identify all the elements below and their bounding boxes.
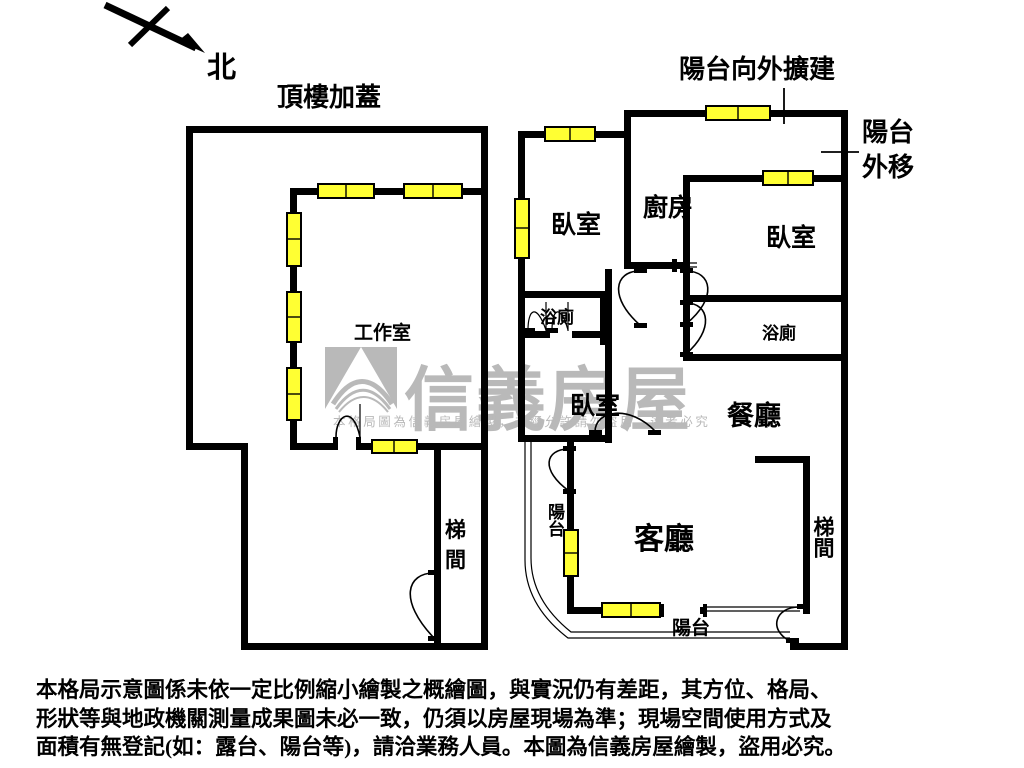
annotation-balcony-extended: 陽台向外擴建	[679, 55, 836, 84]
watermark-brand: 信義房屋	[404, 361, 692, 439]
room-label-kitchen: 廚房	[643, 195, 694, 222]
left-plan-title: 頂樓加蓋	[277, 83, 382, 112]
balcony-curve	[524, 442, 790, 639]
left-plan-walls	[186, 126, 488, 650]
room-label-bathroom-left: 浴廁	[540, 308, 574, 327]
room-label-bedroom-topleft: 臥室	[551, 212, 602, 239]
room-label-balcony-left: 陽台	[545, 503, 564, 537]
room-label-dining: 餐廳	[727, 401, 781, 431]
disclaimer-line-1: 本格局示意圖係未依一定比例縮小繪製之概繪圖，與實況仍有差距，其方位、格局、	[36, 678, 832, 702]
annotation-balcony-moved-line1: 陽台	[862, 118, 915, 147]
north-label: 北	[207, 52, 237, 84]
room-label-bathroom-right: 浴廁	[762, 324, 796, 343]
room-label-living: 客廳	[634, 523, 694, 556]
north-arrow-icon	[103, 1, 205, 53]
left-plan-windows	[286, 183, 463, 454]
annotation-leaders	[783, 88, 859, 153]
room-label-stair-left-2: 間	[445, 548, 466, 572]
room-label-bedroom-right: 臥室	[766, 225, 817, 252]
right-plan-doors	[523, 259, 810, 643]
annotation-balcony-moved-line2: 外移	[862, 153, 915, 182]
room-label-stair-right: 梯間	[811, 516, 835, 558]
disclaimer: 本格局示意圖係未依一定比例縮小繪製之概繪圖，與實況仍有差距，其方位、格局、 形狀…	[36, 676, 996, 762]
disclaimer-line-2: 形狀等與地政機關測量成果圖未必一致，仍須以房屋現場為準；現場空間使用方式及	[36, 706, 832, 731]
right-plan-windows	[514, 105, 814, 618]
disclaimer-line-3: 面積有無登記(如：露台、陽台等)，請洽業務人員。本圖為信義房屋繪製，盜用必究。	[36, 735, 846, 760]
room-label-stair-left-1: 梯	[445, 518, 466, 542]
left-plan-doors	[333, 404, 441, 641]
room-label-bedroom-middle: 臥室	[570, 393, 621, 420]
room-label-studio: 工作室	[354, 323, 412, 344]
room-label-balcony-bottom: 陽台	[672, 618, 711, 639]
